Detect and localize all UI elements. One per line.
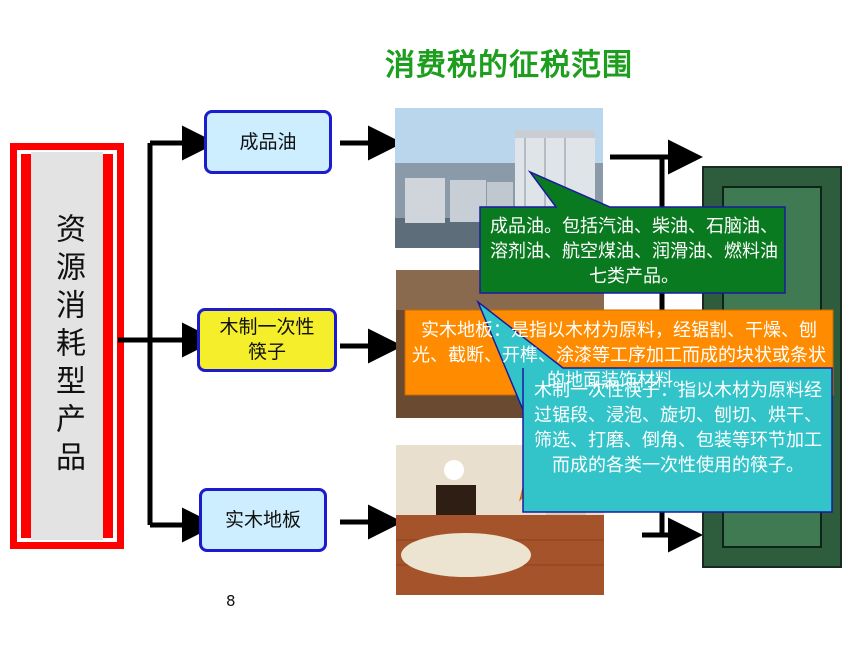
item-label-floor: 实木地板 — [224, 508, 301, 531]
category-box: 资源消耗型产品 — [31, 152, 103, 540]
item-box-chopsticks: 木制一次性筷子 — [197, 308, 337, 372]
page-number: 8 — [226, 592, 236, 610]
page-title: 消费税的征税范围 — [385, 48, 633, 83]
oil-callout: 成品油。包括汽油、柴油、石脑油、溶剂油、航空煤油、润滑油、燃料油七类产品。 — [490, 216, 778, 287]
chopsticks-callout: 木制一次性筷子：指以木材为原料经过锯段、浸泡、旋切、刨切、烘干、筛选、打磨、倒角… — [534, 380, 822, 476]
item-box-floor: 实木地板 — [199, 488, 327, 552]
item-box-oil: 成品油 — [204, 110, 332, 174]
floor-callout: 实木地板：是指以木材为原料，经锯割、干燥、刨光、截断、开榫、涂漆等工序加工而成的… — [412, 320, 826, 388]
item-label-oil: 成品油 — [239, 130, 297, 153]
oil-callout-shape — [479, 170, 786, 294]
chopsticks-callout-shape — [476, 299, 833, 513]
item-label-chopsticks: 木制一次性筷子 — [219, 316, 315, 363]
category-label: 资源消耗型产品 — [50, 213, 85, 479]
